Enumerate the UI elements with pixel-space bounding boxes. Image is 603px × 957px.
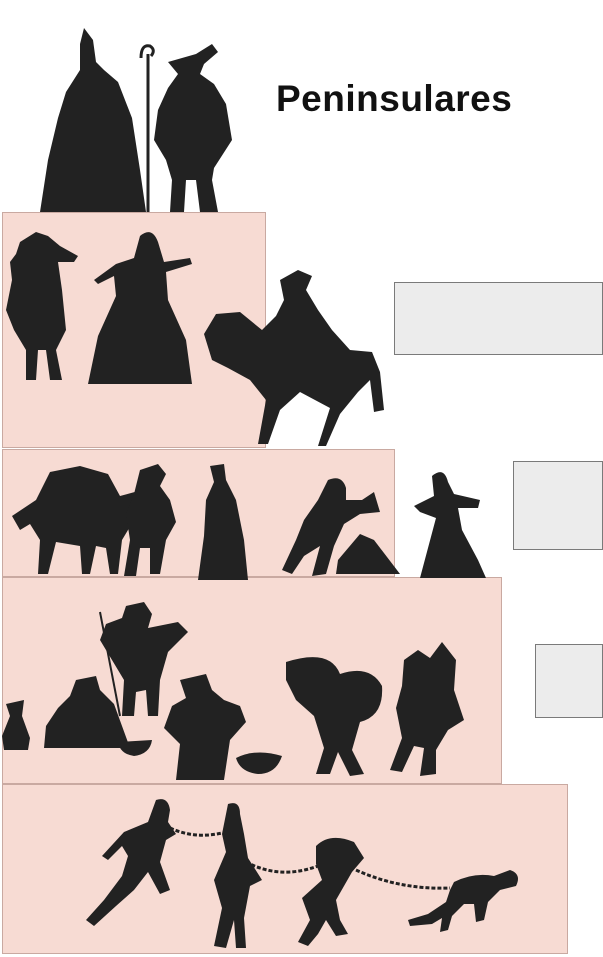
bishop-silhouette <box>40 28 146 212</box>
vase-silhouette <box>2 700 30 750</box>
slave-crawling-silhouette <box>408 870 518 932</box>
slave-carrying-silhouette <box>298 838 364 946</box>
gentleman-silhouette <box>154 44 232 212</box>
chain-silhouette <box>170 828 450 888</box>
slave-running-silhouette <box>86 799 176 926</box>
dancer-costume-silhouette <box>390 642 464 776</box>
worker-hammer-silhouette <box>282 478 400 576</box>
indigenous-seller-silhouette <box>164 674 282 780</box>
official-silhouette <box>100 602 188 716</box>
criolla-woman-silhouette <box>88 232 192 384</box>
priest-silhouette <box>198 464 248 580</box>
porter-sack-silhouette <box>286 657 382 776</box>
crozier-silhouette <box>141 46 153 212</box>
mestiza-woman-silhouette <box>414 472 486 578</box>
mestizo-man-silhouette <box>124 464 176 576</box>
criollo-man-silhouette <box>6 232 78 380</box>
horse-rider-silhouette <box>204 270 384 446</box>
slave-woman-silhouette <box>214 803 262 948</box>
